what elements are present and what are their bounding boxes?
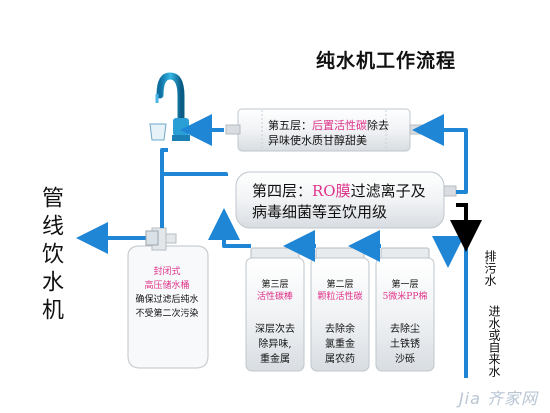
inlet-label: 进水或自来水 bbox=[487, 305, 501, 377]
tank-line3: 确保过滤后纯水 bbox=[135, 295, 199, 305]
stage1-prefix: 第一层 bbox=[391, 280, 419, 290]
stage1-body-1: 去除尘 bbox=[390, 324, 420, 335]
stage2-body-2: 氯重金 bbox=[325, 339, 355, 350]
stage2-prefix: 第二层 bbox=[326, 280, 354, 290]
faucet-icon bbox=[149, 72, 190, 141]
valve-fitting bbox=[145, 230, 159, 246]
stage2-body: 去除余 氯重金 属农药 bbox=[313, 322, 367, 367]
stage5-name: 后置活性碳 bbox=[312, 119, 367, 132]
tank-line2: 高压储水桶 bbox=[144, 281, 190, 291]
stage1-name: 5微米PP棉 bbox=[382, 292, 428, 302]
stage5-text: 第五层：后置活性碳除去 异味使水质甘醇甜美 bbox=[268, 118, 389, 148]
tank-line4: 不受第二次污染 bbox=[135, 309, 199, 319]
stage4-name: RO膜 bbox=[312, 182, 351, 200]
stage4-prefix: 第四层： bbox=[252, 182, 313, 200]
stage3-head: 第三层 活性碳棒 bbox=[248, 279, 302, 303]
stage1-body-3: 沙砾 bbox=[395, 354, 415, 365]
stage3-body-2: 除异味, bbox=[258, 339, 292, 350]
ro-membrane bbox=[235, 171, 457, 229]
stage3-prefix: 第三层 bbox=[261, 280, 289, 290]
stage5-line2: 异味使水质甘醇甜美 bbox=[268, 134, 367, 147]
stage5-line1-rest: 除去 bbox=[367, 119, 389, 132]
stage2-name: 颗粒活性碳 bbox=[317, 292, 363, 302]
stage3-body-1: 深层次去 bbox=[255, 324, 295, 335]
watermark: Jia 齐家网 bbox=[458, 389, 538, 408]
stage1-body-2: 土铁锈 bbox=[390, 339, 420, 350]
pipeline-label: 管线饮水机 bbox=[38, 186, 63, 326]
stage3-body: 深层次去 除异味, 重金属 bbox=[248, 322, 302, 367]
stage4-line2: 病毒细菌等至饮用级 bbox=[252, 203, 388, 221]
tank-text: 封闭式 高压储水桶 确保过滤后纯水 不受第二次污染 bbox=[132, 265, 202, 321]
stage1-body: 去除尘 土铁锈 沙砾 bbox=[378, 322, 432, 367]
drain-pipe bbox=[450, 203, 482, 252]
stage2-head: 第二层 颗粒活性碳 bbox=[313, 279, 367, 303]
stage3-name: 活性碳棒 bbox=[256, 292, 293, 302]
stage4-text: 第四层：RO膜过滤离子及 病毒细菌等至饮用级 bbox=[252, 181, 426, 223]
stage3-body-3: 重金属 bbox=[260, 354, 290, 365]
stage1-filter-housing bbox=[375, 247, 435, 372]
stage1-head: 第一层 5微米PP棉 bbox=[378, 279, 432, 303]
drain-label: 排污水 bbox=[483, 250, 497, 286]
diagram-title: 纯水机工作流程 bbox=[316, 50, 457, 72]
stage2-body-3: 属农药 bbox=[325, 354, 355, 365]
tank-line1: 封闭式 bbox=[153, 267, 181, 277]
stage5-prefix: 第五层： bbox=[268, 119, 312, 132]
stage4-line1-rest: 过滤离子及 bbox=[350, 182, 426, 200]
stage2-body-1: 去除余 bbox=[325, 324, 355, 335]
